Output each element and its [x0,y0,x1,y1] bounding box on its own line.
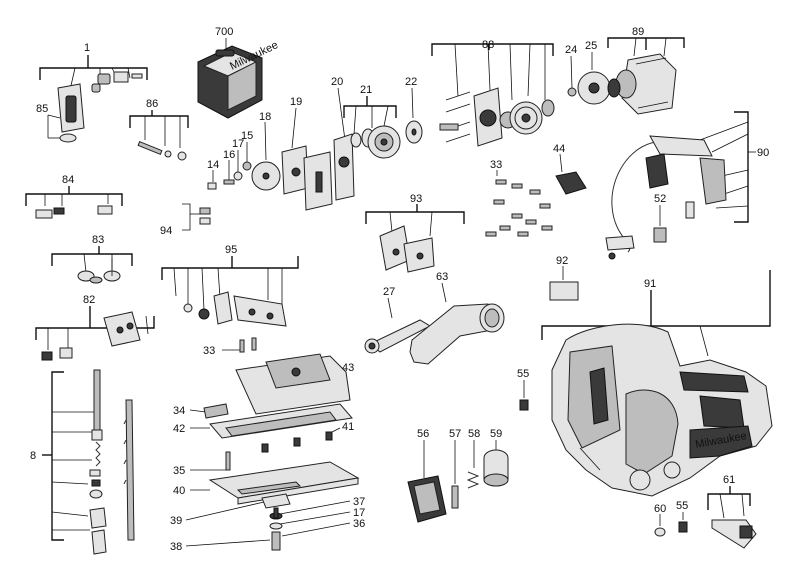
label-89: 89 [632,26,644,38]
label-39: 39 [170,515,182,527]
label-16: 16 [223,149,235,161]
part-57-pin [451,440,459,509]
label-8: 8 [30,450,36,462]
part-60-nut [654,514,666,537]
part-41-screws [261,427,341,453]
label-21: 21 [360,84,372,96]
label-38: 38 [170,541,182,553]
label-42: 42 [173,423,185,435]
label-93: 93 [410,193,422,205]
part-34-42-plates [189,403,353,439]
label-700: 700 [215,26,233,38]
part-8-plunger-group [42,369,135,555]
part-1-brush-holder-group [39,55,148,143]
label-33-lower: 33 [203,345,215,357]
label-19: 19 [290,96,302,108]
part-33-screws-lower [222,337,257,353]
part-35-screw [190,451,231,471]
label-20: 20 [331,76,343,88]
part-95-blade-clamp-group [161,256,299,327]
label-92: 92 [556,255,568,267]
label-37: 37 [353,496,365,508]
part-14-15-16-17-fasteners [207,142,252,190]
label-36: 36 [353,518,365,530]
label-85: 85 [36,103,48,115]
part-44-switch-cap [555,153,587,195]
callout-labels: 1 700 88 24 25 89 85 86 19 20 21 22 18 1… [30,26,769,553]
label-41: 41 [342,421,354,433]
part-58-spring [466,440,480,489]
part-90-wiring-harness [605,111,756,260]
label-57: 57 [449,428,461,440]
label-95: 95 [225,244,237,256]
part-22-washer [405,87,423,144]
label-1: 1 [84,42,90,54]
part-88-gear-assembly-group [431,43,555,147]
label-94: 94 [160,225,172,237]
label-24: 24 [565,44,577,56]
label-59: 59 [490,428,502,440]
part-56-dust-bag [407,440,447,523]
part-86-pin-set [129,110,189,161]
label-14: 14 [207,159,219,171]
label-40: 40 [173,485,185,497]
label-25: 25 [585,40,597,52]
label-18: 18 [259,111,271,123]
part-63-dust-port [409,282,505,365]
label-86: 86 [146,98,158,110]
part-20-cam-plate [333,87,355,201]
part-84-brush-set [25,186,123,219]
label-33-upper: 33 [490,159,502,171]
label-56: 56 [417,428,429,440]
part-21-bearing-gear-group [343,96,401,159]
part-33-screw-set [485,170,553,237]
label-61: 61 [723,474,735,486]
label-82: 82 [83,294,95,306]
part-19-counterweight-plate [281,107,333,211]
label-17-lower: 17 [353,507,365,519]
part-93-lever-group [365,204,465,273]
label-17: 17 [232,138,244,150]
label-63: 63 [436,271,448,283]
part-92-label [549,266,579,301]
label-88: 88 [482,39,494,51]
label-43: 43 [342,362,354,374]
part-61-battery-latch-group [707,486,757,549]
label-44: 44 [553,143,565,155]
part-83-pulley-set [51,246,133,284]
part-59-collar [483,440,509,487]
label-35: 35 [173,465,185,477]
part-55-screw-lower [678,512,688,533]
label-22: 22 [405,76,417,88]
label-55-upper: 55 [517,368,529,380]
label-91: 91 [644,278,656,290]
label-90: 90 [757,147,769,159]
label-55-lower: 55 [676,500,688,512]
part-52-spring [653,205,667,243]
label-60: 60 [654,503,666,515]
label-34: 34 [173,405,185,417]
part-55-screw-upper [519,380,529,411]
part-37-39-17-38-36-bolt-group [185,493,351,551]
label-15: 15 [241,130,253,142]
label-58: 58 [468,428,480,440]
part-89-motor-group [567,37,685,115]
part-18-gear-disc [251,121,281,191]
label-83: 83 [92,234,104,246]
label-84: 84 [62,174,74,186]
label-52: 52 [654,193,666,205]
part-94-small-parts [182,203,211,231]
part-27-hex-wrench [364,297,432,354]
part-82-roller-guide-set [35,306,155,361]
part-43-blade-guard [235,353,351,415]
part-91-jigsaw-housing: Milwaukee [541,270,773,497]
label-27: 27 [383,286,395,298]
part-700-carry-case: Milwaukee [197,38,280,119]
